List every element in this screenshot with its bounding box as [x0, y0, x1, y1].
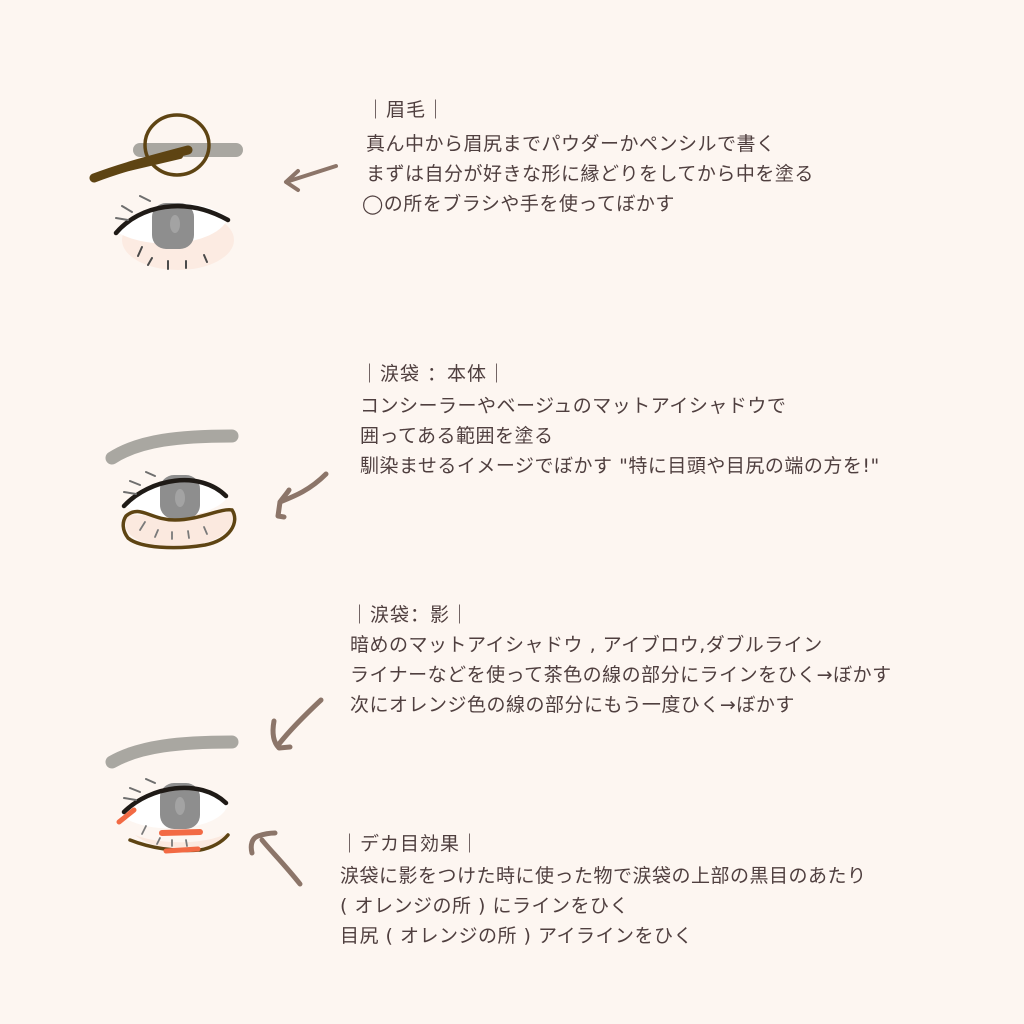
instruction-line: まずは自分が好きな形に縁どりをしてから中を塗る — [366, 163, 814, 185]
instruction-line: 次にオレンジ色の線の部分にもう一度ひく→ぼかす — [350, 694, 795, 716]
section-tear-bag-body: ｜涙袋 ：本体｜ コンシーラーやベージュのマットアイシャドウで 囲ってある範囲を… — [360, 361, 880, 481]
instruction-line: 馴染ませるイメージでぼかす "特に目頭や目尻の端の方を!" — [360, 455, 880, 477]
section-heading: ｜涙袋：影｜ — [350, 604, 471, 626]
instruction-line: 真ん中から眉尻までパウダーかペンシルで書く — [366, 133, 776, 155]
instruction-line: コンシーラーやベージュのマットアイシャドウで — [360, 395, 787, 417]
section-big-eye-effect: ｜デカ目効果｜ 涙袋に影をつけた時に使った物で涙袋の上部の黒目のあたり ( オレ… — [340, 831, 867, 951]
instruction-line: ( オレンジの所 ) にラインをひく — [340, 895, 629, 917]
section-tear-bag-shadow: ｜涙袋：影｜ 暗めのマットアイシャドウ , アイブロウ,ダブルライン ライナーな… — [350, 602, 892, 720]
section-eyebrow: ｜眉毛｜ 真ん中から眉尻までパウダーかペンシルで書く まずは自分が好きな形に縁ど… — [362, 97, 814, 219]
section-heading: ｜デカ目効果｜ — [340, 833, 481, 855]
section-heading: ｜眉毛｜ — [366, 99, 447, 121]
section-heading: ｜涙袋 ：本体｜ — [360, 363, 508, 385]
instruction-line: 涙袋に影をつけた時に使った物で涙袋の上部の黒目のあたり — [340, 865, 867, 887]
instruction-line: 暗めのマットアイシャドウ , アイブロウ,ダブルライン — [350, 634, 823, 656]
instruction-line: 囲ってある範囲を塗る — [360, 425, 554, 447]
instruction-line: ライナーなどを使って茶色の線の部分にラインをひく→ぼかす — [350, 664, 892, 686]
instruction-line: 目尻 ( オレンジの所 ) アイラインをひく — [340, 925, 694, 947]
instruction-line: ◯の所をブラシや手を使ってぼかす — [362, 193, 675, 215]
